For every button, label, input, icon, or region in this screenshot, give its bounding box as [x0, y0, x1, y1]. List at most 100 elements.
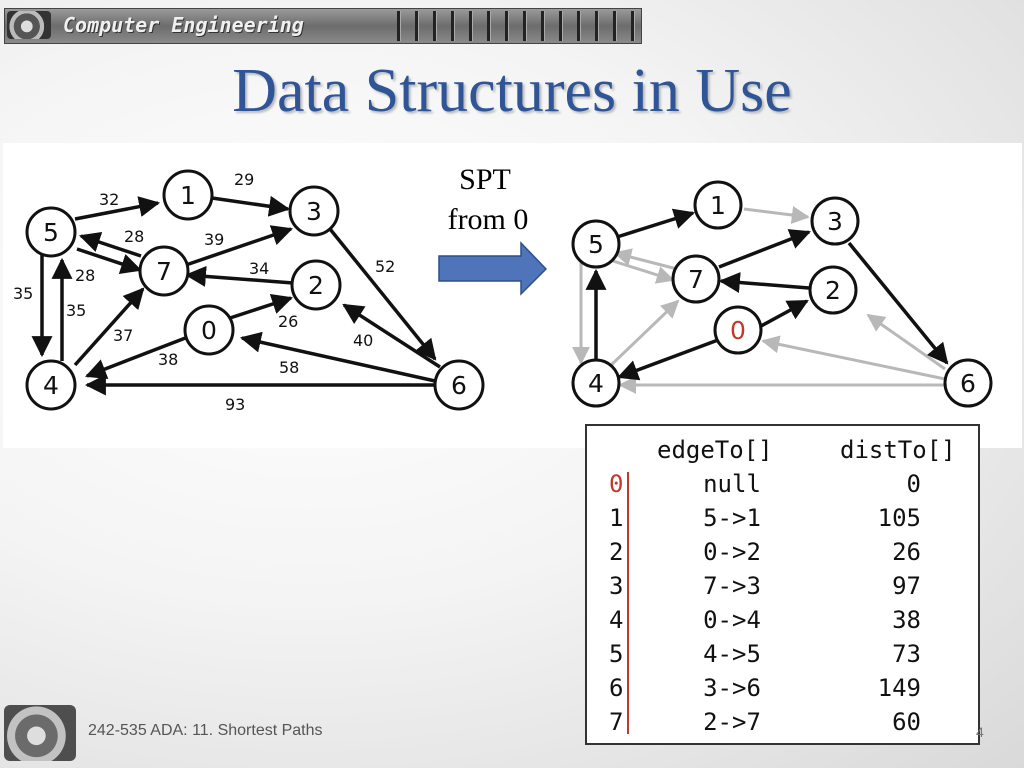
node-6: [433, 359, 485, 411]
tree-edge-7-3: [718, 229, 811, 269]
page-number: 4: [976, 724, 984, 740]
edge-to-cell: 4->5: [703, 640, 761, 668]
node-0: [183, 304, 235, 356]
vertex-index: 2: [609, 538, 624, 566]
edge-to-cell: 7->3: [703, 572, 761, 600]
graph-svg: 32 29 28 39 28 34 35 35 52 37 26 38 40 5…: [13, 163, 993, 414]
nontree-edge: [613, 248, 678, 271]
edge-to-cell: 3->6: [703, 674, 761, 702]
tree-edge-0-2: [760, 299, 809, 328]
weight-label: 93: [225, 395, 245, 414]
vertex-index: 6: [609, 674, 624, 702]
header-banner: Computer Engineering: [4, 8, 642, 44]
table-row: 7 2->7 60: [587, 708, 978, 742]
spt-node-label: 4: [588, 369, 604, 398]
nontree-edge: [866, 313, 946, 371]
edge-5-1: [74, 196, 161, 221]
index-divider: [627, 472, 629, 734]
table-row: 6 3->6 149: [587, 674, 978, 708]
edge-2-7: [184, 265, 294, 287]
node-label: 5: [43, 218, 59, 247]
right-arrow-icon: [438, 241, 548, 296]
spt-from-label: from 0: [448, 203, 529, 236]
node-label: 1: [180, 181, 196, 210]
table-row: 1 5->1 105: [587, 504, 978, 538]
node-3: [288, 185, 340, 237]
weight-label: 38: [158, 350, 178, 369]
table-row: 2 0->2 26: [587, 538, 978, 572]
spt-node-label: 1: [710, 191, 726, 220]
edge-to-cell: 5->1: [703, 504, 761, 532]
spt-node-1: [693, 180, 743, 230]
vertex-index: 4: [609, 606, 624, 634]
weight-label: 37: [113, 326, 133, 345]
node-label: 7: [156, 257, 172, 286]
edge-1-3: [211, 195, 291, 217]
spt-node-3: [810, 196, 860, 246]
footer-logo-icon: [4, 705, 76, 761]
weight-label: 52: [375, 257, 395, 276]
edgeto-header: edgeTo[]: [657, 436, 773, 464]
weight-label: 40: [353, 331, 373, 350]
vertex-index: 3: [609, 572, 624, 600]
tree-edge-5-1: [616, 208, 696, 239]
node-4: [25, 359, 77, 411]
spt-node-label: 5: [588, 230, 604, 259]
slide-title: Data Structures in Use: [232, 57, 792, 125]
spt-node-4: [571, 358, 621, 408]
banner-decoration: [383, 11, 639, 41]
edge-to-cell: 2->7: [703, 708, 761, 736]
table-header: edgeTo[] distTo[]: [587, 436, 978, 466]
spt-node-5: [571, 219, 621, 269]
node-label: 4: [43, 371, 59, 400]
table-row: 4 0->4 38: [587, 606, 978, 640]
dist-to-cell: 0: [906, 470, 921, 498]
spt-source-node-label: 0: [730, 316, 746, 345]
edge-3-6: [328, 227, 437, 361]
weight-label: 28: [124, 227, 144, 246]
node-label: 0: [201, 316, 217, 345]
vertex-index: 7: [609, 708, 624, 736]
vertex-index: 1: [609, 504, 624, 532]
table-row: 0 null 0: [587, 470, 978, 504]
edge-to-cell: null: [703, 470, 761, 498]
dist-to-cell: 73: [892, 640, 921, 668]
distto-header: distTo[]: [840, 436, 956, 464]
vertex-index: 5: [609, 640, 624, 668]
edge-to-cell: 0->4: [703, 606, 761, 634]
tree-edge-2-7: [718, 272, 810, 293]
dist-to-cell: 60: [892, 708, 921, 736]
spt-node-label: 6: [960, 369, 976, 398]
nontree-edge: [761, 335, 946, 381]
spt-node-label: 7: [688, 265, 704, 294]
spt-node-6: [943, 358, 993, 408]
nontree-edge: [605, 299, 680, 371]
nontree-edge: [612, 259, 675, 284]
weight-label: 39: [204, 230, 224, 249]
spt-node-label: 2: [825, 276, 841, 305]
dist-to-cell: 26: [892, 538, 921, 566]
dist-to-cell: 105: [877, 504, 921, 532]
weight-label: 29: [234, 170, 254, 189]
edge-6-0: [239, 331, 436, 383]
spt-table: edgeTo[] distTo[] 0 null 0 1 5->1 105 2 …: [585, 424, 980, 745]
table-row: 3 7->3 97: [587, 572, 978, 606]
logo-icon: [7, 11, 51, 39]
edge-to-cell: 0->2: [703, 538, 761, 566]
spt-node-0: [713, 305, 763, 355]
graph-figure: 32 29 28 39 28 34 35 35 52 37 26 38 40 5…: [3, 143, 1022, 448]
weight-label: 32: [99, 190, 119, 209]
dist-to-cell: 38: [892, 606, 921, 634]
node-label: 6: [451, 371, 467, 400]
dist-to-cell: 149: [877, 674, 921, 702]
weight-label: 35: [66, 301, 86, 320]
node-label: 2: [308, 271, 324, 300]
weight-label: 26: [278, 312, 298, 331]
edge-7-5: [79, 232, 142, 258]
node-5: [25, 206, 77, 258]
nontree-edge: [743, 206, 810, 224]
node-label: 3: [306, 197, 322, 226]
weight-label: 28: [75, 266, 95, 285]
spt-label: SPT: [459, 163, 511, 196]
weight-label: 34: [249, 259, 269, 278]
